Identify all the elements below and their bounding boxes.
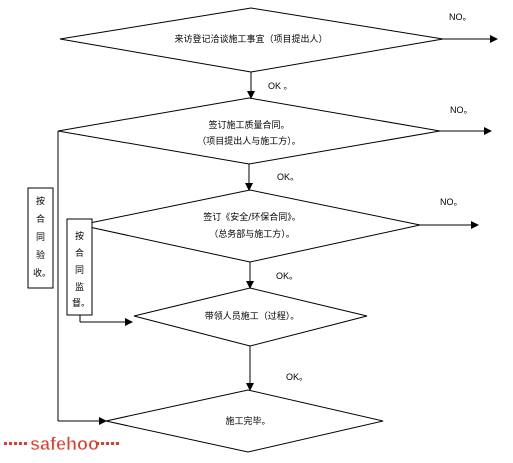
label-ok-1: OK 。	[268, 81, 293, 91]
decision-safety-text-1: 签订《安全/环保合同》。	[203, 211, 301, 223]
label-no-2: NO。	[450, 105, 473, 115]
label-ok-2: OK。	[277, 172, 299, 182]
side-acceptance-char-3: 同	[36, 232, 45, 243]
safehoo-watermark-logo: safehoo	[4, 434, 119, 454]
decision-done-text: 施工完毕。	[225, 415, 270, 427]
decision-construction-done	[105, 389, 384, 453]
side-box-supervision	[66, 218, 93, 316]
label-no-1: NO。	[449, 12, 472, 22]
label-ok-4: OK。	[286, 372, 308, 382]
side-acceptance-char-5: 收。	[33, 267, 51, 279]
side-box-acceptance	[27, 187, 54, 289]
side-supervision-char-5: 督。	[72, 297, 90, 309]
side-supervision-char-1: 按	[75, 230, 84, 242]
watermark-text: safehoo	[30, 434, 99, 454]
decision-lead-text: 带领人员施工（过程）。	[205, 310, 300, 322]
decision-quality-text-1: 签订施工质量合同。	[208, 119, 289, 131]
decision-quality-text-2: （项目提出人与施工方）。	[197, 135, 301, 147]
side-supervision-char-2: 合	[75, 247, 84, 259]
decision-safety-text-2: （总务部与施工方）。	[209, 228, 295, 240]
side-acceptance-char-2: 合	[36, 213, 45, 225]
side-acceptance-char-1: 按	[36, 195, 45, 207]
side-supervision-char-3: 同	[75, 265, 84, 276]
side-supervision-char-4: 监	[75, 281, 84, 293]
decision-lead-construction	[133, 287, 368, 347]
side-acceptance-char-4: 验	[36, 249, 45, 261]
label-no-3: NO。	[440, 197, 463, 207]
decision-quality-contract	[57, 97, 441, 165]
decision-visit-text: 来访登记洽谈施工事宜（项目提出人）	[174, 33, 327, 45]
decision-safety-contract	[79, 189, 421, 263]
label-ok-3: OK。	[276, 271, 298, 281]
